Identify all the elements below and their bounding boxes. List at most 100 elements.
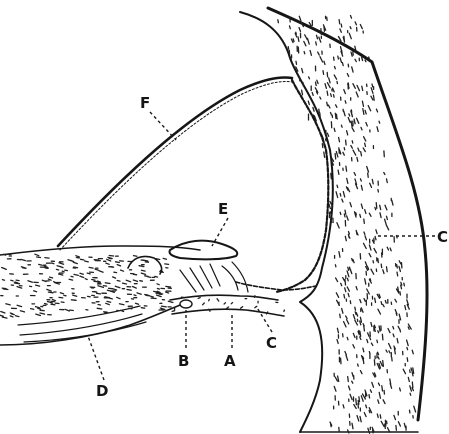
stipple-mark xyxy=(117,281,120,282)
stipple-mark xyxy=(360,214,361,217)
stipple-mark xyxy=(365,262,367,266)
stipple-mark xyxy=(319,109,320,113)
stipple-mark xyxy=(76,256,80,257)
stipple-mark xyxy=(302,90,303,95)
stipple-mark xyxy=(324,152,325,157)
stipple-mark xyxy=(350,269,352,274)
stipple-mark xyxy=(302,69,303,73)
stipple-mark xyxy=(340,194,341,197)
stipple-mark xyxy=(353,52,354,55)
stipple-mark xyxy=(352,373,353,377)
stipple-mark xyxy=(224,303,225,304)
stipple-mark xyxy=(337,223,339,228)
stipple-mark xyxy=(16,280,19,281)
stipple-mark xyxy=(284,310,285,311)
stipple-mark xyxy=(31,309,34,310)
stipple-mark xyxy=(399,314,400,320)
label-d: D xyxy=(96,382,108,400)
stipple-mark xyxy=(109,288,113,289)
stipple-mark xyxy=(365,279,366,284)
stipple-mark xyxy=(47,289,52,291)
stipple-mark xyxy=(62,271,64,272)
stipple-mark xyxy=(386,225,389,230)
stipple-mark xyxy=(347,178,348,183)
stipple-mark xyxy=(371,96,373,100)
stipple-mark xyxy=(345,210,346,214)
stipple-mark xyxy=(89,267,93,268)
stipple-mark xyxy=(198,298,200,299)
stipple-mark xyxy=(354,173,355,176)
stipple-mark xyxy=(348,118,350,123)
stipple-mark xyxy=(369,253,371,256)
stipple-mark xyxy=(17,305,22,306)
stipple-mark xyxy=(394,415,396,419)
stipple-mark xyxy=(363,357,364,359)
spiral-lamina-tissue xyxy=(0,246,200,345)
stipple-mark xyxy=(364,299,365,302)
spiral-lamina-stipple xyxy=(0,254,173,318)
stipple-mark xyxy=(343,278,345,281)
stipple-mark xyxy=(355,320,358,325)
stipple-mark xyxy=(407,340,409,346)
stipple-mark xyxy=(338,170,339,174)
stipple-mark xyxy=(80,276,84,277)
stipple-mark xyxy=(109,258,111,259)
stipple-mark xyxy=(366,123,367,127)
stipple-mark xyxy=(357,85,360,90)
stipple-mark xyxy=(133,287,137,289)
stipple-mark xyxy=(310,51,311,56)
stipple-mark xyxy=(372,382,374,387)
stipple-mark xyxy=(339,37,342,42)
stipple-mark xyxy=(340,314,341,318)
stipple-mark xyxy=(353,84,355,89)
stipple-mark xyxy=(380,362,382,367)
stipple-mark xyxy=(293,39,294,42)
stipple-mark xyxy=(361,127,362,129)
stipple-mark xyxy=(390,248,391,251)
stipple-mark xyxy=(341,125,342,127)
stipple-mark xyxy=(346,355,348,360)
stipple-mark xyxy=(304,52,305,54)
stipple-mark xyxy=(103,286,106,287)
stipple-mark xyxy=(116,262,120,263)
stipple-mark xyxy=(312,93,313,96)
stipple-mark xyxy=(139,266,144,267)
stipple-mark xyxy=(352,128,354,132)
stipple-mark xyxy=(344,214,345,217)
stipple-mark xyxy=(34,291,37,292)
stipple-mark xyxy=(117,265,120,266)
stipple-mark xyxy=(343,152,344,155)
stipple-mark xyxy=(341,283,342,285)
stipple-mark xyxy=(134,274,137,275)
label-e: E xyxy=(218,200,228,218)
stipple-mark xyxy=(394,348,395,354)
stipple-mark xyxy=(405,306,406,310)
stipple-mark xyxy=(386,350,387,352)
label-c-right: C xyxy=(437,228,448,246)
stipple-mark xyxy=(358,364,359,366)
outer-wall-tissue xyxy=(240,8,427,433)
stipple-mark xyxy=(380,213,381,218)
stipple-mark xyxy=(59,297,63,298)
stipple-mark xyxy=(371,343,372,345)
stipple-mark xyxy=(378,331,379,333)
stipple-mark xyxy=(309,77,310,79)
stipple-mark xyxy=(357,157,358,161)
stipple-mark xyxy=(3,254,6,255)
stipple-mark xyxy=(141,273,145,274)
stipple-mark xyxy=(334,128,335,131)
stipple-mark xyxy=(379,392,380,398)
organ-of-corti xyxy=(128,256,316,316)
stipple-mark xyxy=(389,351,390,353)
stipple-mark xyxy=(378,400,379,403)
stipple-mark xyxy=(360,179,361,181)
stipple-mark xyxy=(322,144,323,148)
stipple-mark xyxy=(338,56,339,59)
stipple-mark xyxy=(352,423,353,428)
stipple-mark xyxy=(387,179,388,183)
stipple-mark xyxy=(40,313,45,314)
stipple-mark xyxy=(106,263,109,264)
stipple-mark xyxy=(166,286,171,287)
stipple-mark xyxy=(345,352,347,355)
stipple-mark xyxy=(373,95,374,100)
